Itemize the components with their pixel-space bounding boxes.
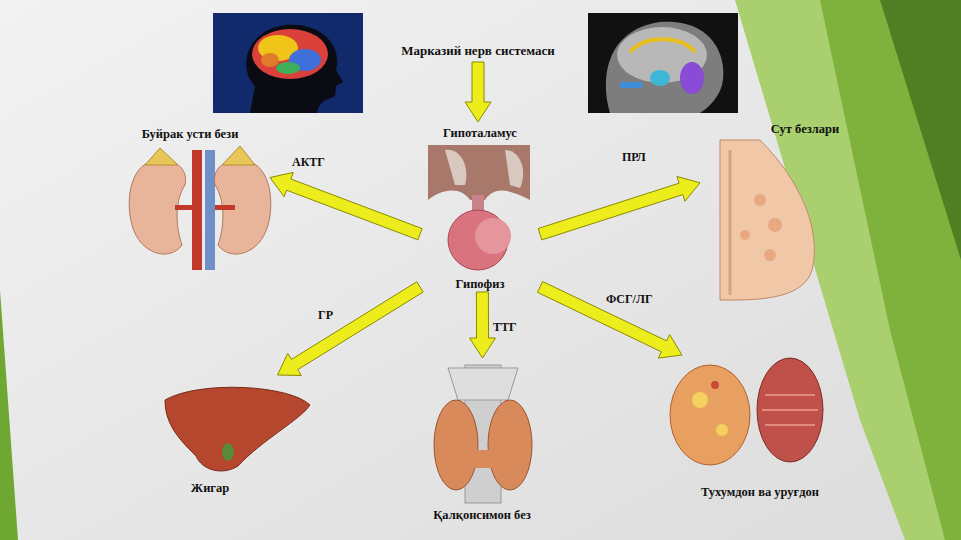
hormone-label: ФСГ/ЛГ <box>606 292 653 306</box>
hormone-arrow <box>538 177 700 240</box>
organ-node: ГипоталамусГипофиз <box>420 122 540 292</box>
hormone-arrow <box>278 282 424 376</box>
organ-node: Жигар <box>150 375 320 500</box>
hormone-label: ТТГ <box>493 320 517 334</box>
kidney-picture-part <box>214 160 270 254</box>
organ-label: Сут безлари <box>771 122 839 137</box>
mammary-picture-part <box>740 230 750 240</box>
organ-node: Тухумдон ва уруғдон <box>665 355 835 505</box>
pituitary-picture-part <box>475 218 511 254</box>
brain-picture-part <box>261 53 279 67</box>
brain-picture-part <box>252 29 328 79</box>
mri-picture-part <box>650 70 670 86</box>
mri-picture-part <box>620 82 642 88</box>
brain-picture <box>213 13 363 113</box>
pituitary-picture-part <box>505 150 523 188</box>
mri-picture-part <box>680 62 704 94</box>
pituitary-picture-part <box>428 145 530 200</box>
organ-node: Буйрак усти бези <box>120 125 270 275</box>
kidney-picture <box>129 146 271 270</box>
hormone-arrow <box>270 172 422 239</box>
liver-picture <box>165 387 310 471</box>
organ-label: Тухумдон ва уруғдон <box>701 485 819 500</box>
mammary-picture <box>720 140 814 300</box>
mri-picture-part <box>588 13 738 113</box>
mammary-picture-part <box>720 140 814 300</box>
mammary-picture-part <box>754 194 766 206</box>
thyroid-picture-part <box>488 400 532 490</box>
organ-node: Қалқонсимон без <box>415 358 550 530</box>
mri-picture-part <box>606 22 723 113</box>
hormone-label: ПРЛ <box>622 150 646 164</box>
kidney-picture-part <box>215 205 235 210</box>
thyroid-picture <box>434 365 532 503</box>
mri-picture <box>588 13 738 113</box>
gonad-picture-part <box>762 395 818 425</box>
gonad-picture-part <box>716 424 728 436</box>
background-ground-part <box>820 0 961 540</box>
kidney-picture-part <box>145 148 178 165</box>
mri-picture-part <box>630 39 695 52</box>
gonad-picture <box>670 358 823 465</box>
brain-picture-part <box>246 25 343 113</box>
pituitary-picture <box>428 145 530 270</box>
kidney-picture-part <box>205 150 215 270</box>
kidney-picture-part <box>222 146 255 165</box>
organ-label: Қалқонсимон без <box>433 508 530 523</box>
hormone-label: АКТГ <box>292 155 325 169</box>
organ-label: Марказий нерв системаси <box>401 43 555 58</box>
hormone-arrow <box>470 292 496 358</box>
mammary-picture-part <box>729 150 732 295</box>
gonad-picture-part <box>711 381 719 389</box>
thyroid-picture-part <box>434 400 478 490</box>
liver-picture-part <box>165 387 310 471</box>
organ-node: Сут безлари <box>700 118 850 303</box>
pituitary-picture-part <box>445 150 466 185</box>
organ-label: Буйрак усти бези <box>142 127 239 142</box>
background-ground-part <box>880 0 961 260</box>
brain-picture-part <box>276 62 300 74</box>
gonad-picture-part <box>670 365 750 465</box>
hormone-label: ГР <box>318 308 333 322</box>
thyroid-picture-part <box>448 368 518 400</box>
kidney-picture-part <box>175 205 195 210</box>
background-ground-part <box>0 290 18 540</box>
organ-label: Жигар <box>191 481 229 496</box>
hormone-arrow <box>465 62 491 122</box>
gonad-picture-part <box>692 392 708 408</box>
organ-label: Гипоталамус <box>443 126 517 141</box>
organ-node: Марказий нерв системаси <box>373 40 583 62</box>
organ-sublabel: Гипофиз <box>455 277 504 292</box>
brain-picture-part <box>213 13 363 113</box>
gonad-picture-part <box>757 358 823 462</box>
mammary-picture-part <box>764 249 776 261</box>
thyroid-picture-part <box>470 450 496 468</box>
liver-picture-part <box>222 443 234 461</box>
hormone-arrow <box>537 282 682 359</box>
mammary-picture-part <box>768 218 782 232</box>
